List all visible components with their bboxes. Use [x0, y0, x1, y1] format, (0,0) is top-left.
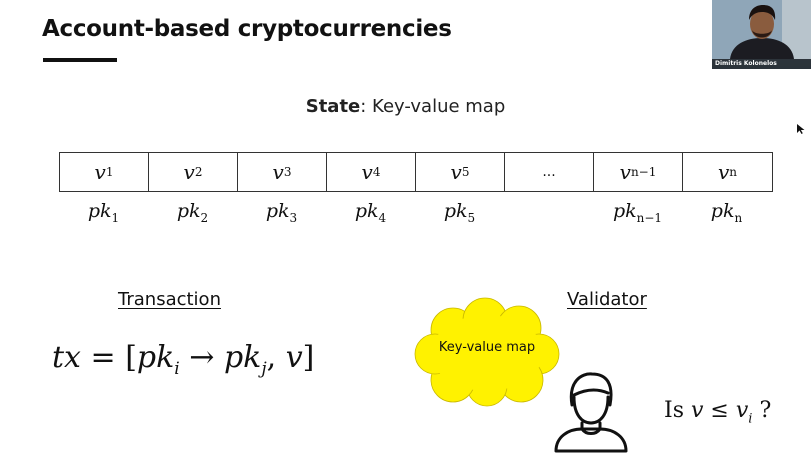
value-symbol: v	[718, 160, 729, 184]
public-key-symbol: pk	[266, 200, 290, 222]
public-key-label: pk5	[415, 200, 504, 225]
slide-title: Account-based cryptocurrencies	[42, 16, 452, 42]
public-key-subscript: n−1	[637, 211, 662, 225]
public-key-symbol: pk	[444, 200, 468, 222]
participant-video-tile[interactable]: Dimitris Kolonelos	[712, 0, 811, 69]
public-key-label: pkn	[682, 200, 771, 225]
state-label-rest: : Key-value map	[360, 96, 505, 117]
value-subscript: 2	[195, 165, 203, 179]
value-cell: ...	[505, 153, 594, 191]
value-symbol: ...	[542, 164, 555, 180]
question-v: v	[691, 398, 703, 423]
formula-comma: ,	[267, 340, 286, 375]
formula-eq: = [	[81, 340, 137, 375]
transaction-formula: tx = [pki → pkj, v]	[52, 340, 314, 379]
value-symbol: v	[95, 160, 106, 184]
participant-name: Dimitris Kolonelos	[712, 59, 811, 69]
question-vi: v	[736, 398, 748, 423]
value-symbol: v	[184, 160, 195, 184]
question-suffix: ?	[752, 398, 771, 423]
state-label: State: Key-value map	[0, 96, 811, 117]
public-key-subscript: 1	[112, 211, 120, 225]
question-prefix: Is	[664, 398, 691, 423]
public-key-subscript: 3	[290, 211, 298, 225]
value-subscript: 5	[462, 165, 470, 179]
public-key-symbol: pk	[613, 200, 637, 222]
public-key-symbol: pk	[88, 200, 112, 222]
public-key-label: pkn−1	[593, 200, 682, 225]
public-key-label: pk4	[326, 200, 415, 225]
transaction-heading: Transaction	[118, 289, 221, 310]
public-key-label	[504, 200, 593, 225]
value-symbol: v	[620, 160, 631, 184]
public-key-symbol: pk	[177, 200, 201, 222]
public-key-symbol: pk	[711, 200, 735, 222]
value-subscript: 3	[284, 165, 292, 179]
value-symbol: v	[451, 160, 462, 184]
formula-v: v	[286, 340, 303, 375]
mouse-cursor-icon	[796, 123, 806, 135]
participant-avatar	[712, 0, 811, 59]
state-label-bold: State	[306, 96, 361, 117]
public-key-subscript: 2	[201, 211, 209, 225]
validation-question: Is v ≤ vi ?	[664, 398, 771, 426]
formula-pk-i: pk	[137, 340, 174, 375]
public-key-symbol: pk	[355, 200, 379, 222]
public-key-label: pk3	[237, 200, 326, 225]
question-leq: ≤	[703, 398, 735, 423]
public-key-subscript: n	[734, 211, 742, 225]
value-subscript: n−1	[631, 165, 656, 179]
person-outline-icon	[548, 365, 632, 453]
value-subscript: n	[729, 165, 737, 179]
formula-arrow: →	[180, 340, 224, 375]
formula-close: ]	[303, 340, 315, 375]
public-key-subscript: 5	[468, 211, 476, 225]
validator-heading: Validator	[567, 289, 647, 310]
value-subscript: 1	[106, 165, 114, 179]
cloud-label: Key-value map	[413, 340, 561, 355]
title-underline	[43, 58, 117, 62]
public-key-subscript: 4	[379, 211, 387, 225]
public-key-label: pk2	[148, 200, 237, 225]
value-symbol: v	[273, 160, 284, 184]
public-key-label: pk1	[59, 200, 148, 225]
value-subscript: 4	[373, 165, 381, 179]
value-symbol: v	[362, 160, 373, 184]
formula-tx: tx	[52, 340, 81, 375]
formula-pk-j: pk	[224, 340, 261, 375]
